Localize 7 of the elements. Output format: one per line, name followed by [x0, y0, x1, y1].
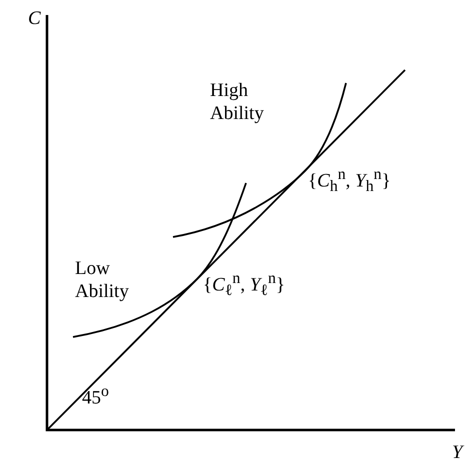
angle-label: 45$^{o}$	[82, 383, 109, 410]
point-label: {C$_{ℓ}$$^{n}$, Y$_{ℓ}$$^{n}$}	[203, 270, 286, 302]
axis-label: C	[28, 8, 41, 31]
curve-label: Low Ability	[75, 258, 130, 304]
axis-label: Y	[452, 442, 463, 465]
curve-label: High Ability	[210, 80, 265, 126]
point-label: {C$_{h}$$^{n}$, Y$_{h}$$^{n}$}	[308, 166, 391, 198]
